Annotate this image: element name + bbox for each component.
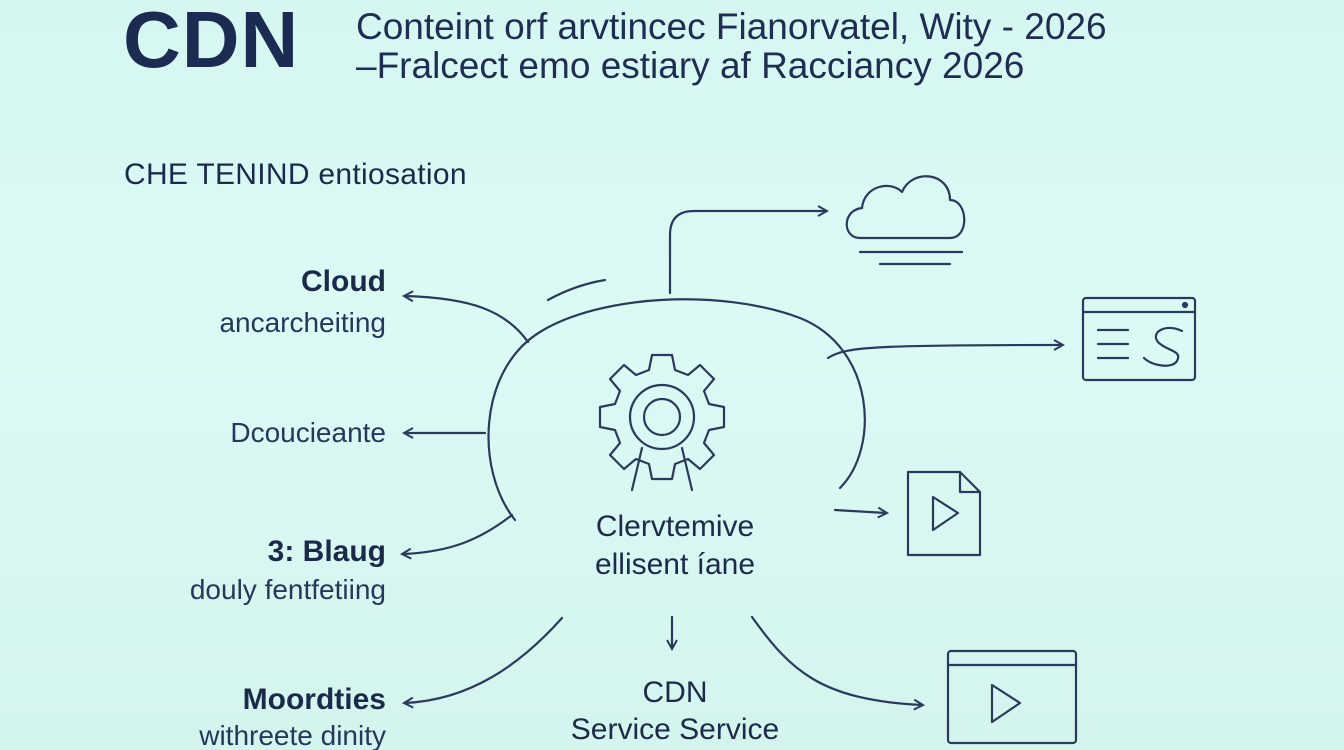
node-moordties-subtitle: withreete dinity <box>199 720 386 750</box>
connector-video-file <box>833 510 886 513</box>
node-blaug-subtitle: douly fentfetiing <box>189 574 386 605</box>
node-blaug-title: 3: Blaug <box>267 535 386 568</box>
node-cloud-title: Cloud <box>301 265 386 298</box>
connector-moordties <box>405 616 564 703</box>
video-file-icon <box>906 470 982 557</box>
cloud-icon <box>845 175 966 266</box>
connector-blaug <box>403 513 514 554</box>
central-hub <box>487 298 866 522</box>
hub-label-line2: ellisent íane <box>594 548 756 581</box>
page-title: Conteint orf arvtincec Fianorvatel, Wity… <box>356 6 1107 47</box>
section-heading: CHE TENIND entiosation <box>124 158 467 191</box>
node-dcoucieante-label: Dcoucieante <box>230 417 386 448</box>
cdn-service-label-line1: CDN <box>642 676 708 709</box>
cdn-service-label-line2: Service Service <box>570 713 780 746</box>
page-subtitle: –Fralcect emo estiary af Racciancy 2026 <box>356 45 1025 86</box>
hub-label-line1: Clervtemive <box>595 510 755 543</box>
connector-video-player <box>750 615 922 705</box>
node-cloud-subtitle: ancarcheiting <box>219 307 386 338</box>
logo: CDN <box>123 0 300 84</box>
code-window-icon <box>1081 296 1197 382</box>
hub-accent-arc <box>546 278 607 302</box>
gear-icon <box>598 353 726 492</box>
connector-cloud-icon <box>668 211 826 295</box>
node-moordties-title: Moordties <box>242 683 386 716</box>
connector-code-window <box>826 345 1062 360</box>
video-player-icon <box>946 649 1078 745</box>
connector-cloud <box>405 296 530 344</box>
